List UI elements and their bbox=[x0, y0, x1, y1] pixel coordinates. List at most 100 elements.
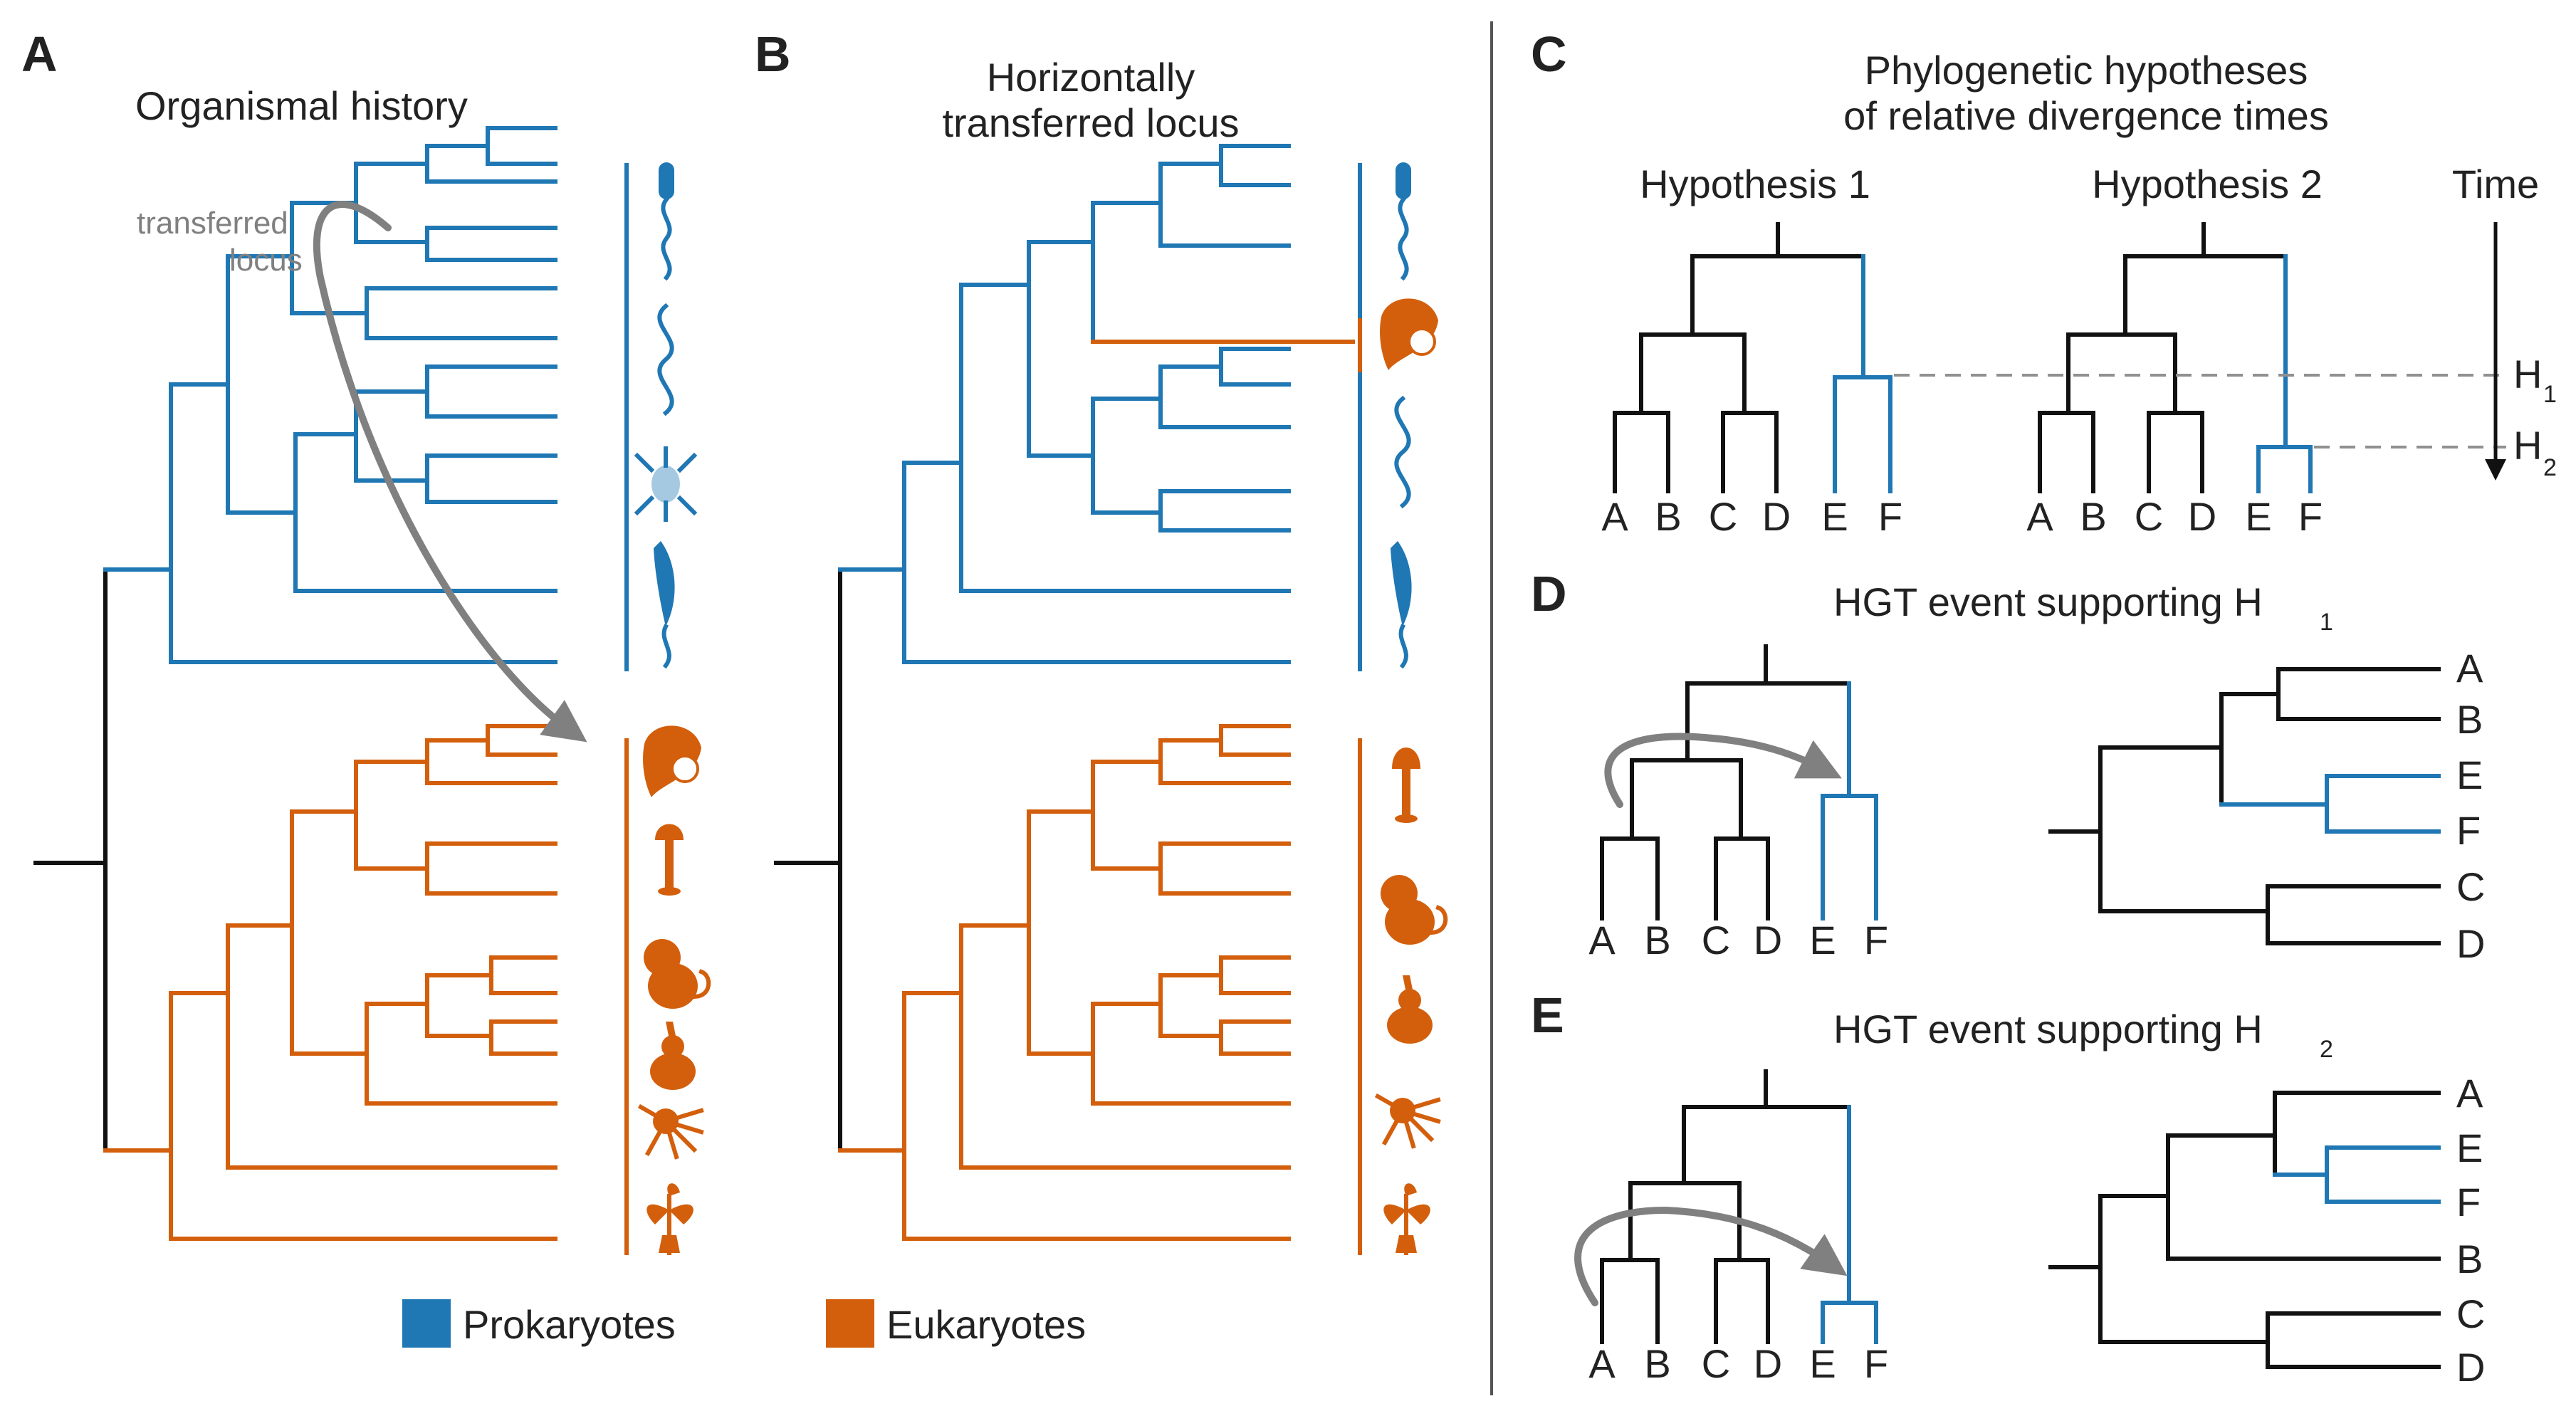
panel-d-title-subscript: 1 bbox=[2320, 609, 2333, 636]
svg-text:A: A bbox=[1588, 1341, 1616, 1386]
panel-e-letter: E bbox=[1531, 987, 1564, 1043]
svg-text:C: C bbox=[2456, 1291, 2485, 1336]
svg-text:F: F bbox=[1878, 494, 1902, 539]
panel-e-source-tree bbox=[1600, 1069, 1878, 1344]
spirillum-icon bbox=[657, 303, 674, 416]
panel-b-letter: B bbox=[755, 26, 791, 82]
legend-prokaryotes-label: Prokaryotes bbox=[463, 1302, 676, 1347]
panel-a-arrow-label-1: transferred bbox=[137, 206, 288, 241]
hypothesis-1-tree bbox=[1613, 222, 1892, 493]
mushroom-icon bbox=[1392, 748, 1420, 823]
svg-text:C: C bbox=[1709, 494, 1737, 539]
monkey-icon bbox=[644, 939, 711, 1009]
svg-text:B: B bbox=[2080, 494, 2106, 539]
legend: Prokaryotes Eukaryotes bbox=[402, 1299, 1086, 1348]
svg-text:E: E bbox=[2245, 494, 2271, 539]
vibrio-icon bbox=[1391, 541, 1412, 669]
panel-e-source-leaves: A B C D E F bbox=[1588, 1341, 1888, 1386]
svg-text:F: F bbox=[2298, 494, 2323, 539]
hypothesis-2-tree bbox=[2038, 222, 2313, 493]
plant-icon bbox=[646, 1183, 693, 1255]
hypothesis-2-leaves: A B C D E F bbox=[2026, 494, 2323, 539]
svg-text:D: D bbox=[1754, 1341, 1782, 1386]
panel-a-letter: A bbox=[21, 26, 58, 82]
svg-text:E: E bbox=[1821, 494, 1848, 539]
svg-text:B: B bbox=[1655, 494, 1681, 539]
sponge-icon bbox=[637, 1103, 704, 1160]
svg-text:E: E bbox=[1809, 1341, 1836, 1386]
panel-b-title-2: transferred locus bbox=[942, 100, 1239, 145]
svg-text:E: E bbox=[2456, 752, 2483, 797]
bacterium-icon bbox=[659, 162, 674, 281]
hypothesis-2-label: Hypothesis 2 bbox=[2092, 162, 2323, 206]
panel-e-result-tree bbox=[2048, 1091, 2441, 1369]
svg-text:D: D bbox=[1762, 494, 1791, 539]
svg-text:B: B bbox=[2456, 1237, 2483, 1281]
panel-b-eukaryote-tree bbox=[838, 724, 1362, 1255]
svg-text:F: F bbox=[2456, 808, 2481, 853]
panel-b-prokaryote-tree bbox=[838, 144, 1362, 671]
plant-icon bbox=[1383, 1183, 1430, 1255]
svg-text:F: F bbox=[2456, 1180, 2481, 1224]
panel-e-hgt-arrow bbox=[1574, 1206, 1848, 1306]
panel-a: A Organismal history bbox=[21, 26, 711, 1255]
h1-label: H bbox=[2513, 352, 2542, 397]
legend-eukaryotes-label: Eukaryotes bbox=[886, 1302, 1086, 1347]
panel-b-title-1: Horizontally bbox=[987, 55, 1195, 100]
bacterium-icon bbox=[1396, 162, 1411, 281]
spirochete-icon bbox=[634, 446, 698, 522]
vibrio-icon bbox=[654, 541, 675, 669]
legend-prokaryotes-swatch bbox=[402, 1299, 451, 1348]
hypothesis-1-label: Hypothesis 1 bbox=[1640, 162, 1870, 206]
panel-e-title: HGT event supporting H bbox=[1833, 1007, 2263, 1051]
time-label: Time bbox=[2452, 162, 2539, 206]
h2-label: H bbox=[2513, 423, 2542, 468]
rabbit-icon bbox=[650, 1022, 696, 1090]
panel-c-title-1: Phylogenetic hypotheses bbox=[1865, 48, 2308, 93]
panel-b-root bbox=[774, 567, 842, 1153]
spirillum-icon bbox=[1394, 395, 1411, 509]
panel-a-transfer-arrow bbox=[313, 201, 587, 743]
svg-text:F: F bbox=[1864, 918, 1888, 962]
svg-text:A: A bbox=[2026, 494, 2053, 539]
h1-label-subscript: 1 bbox=[2543, 381, 2557, 408]
svg-text:E: E bbox=[2456, 1126, 2483, 1170]
svg-text:A: A bbox=[1601, 494, 1628, 539]
monkey-icon bbox=[1381, 875, 1448, 945]
panel-d: D HGT event supporting H 1 A B C D E F A… bbox=[1531, 566, 2485, 966]
panel-a-title: Organismal history bbox=[135, 83, 468, 128]
panel-c: C Phylogenetic hypotheses of relative di… bbox=[1531, 26, 2557, 539]
svg-text:A: A bbox=[1588, 918, 1616, 962]
svg-text:D: D bbox=[2456, 1345, 2485, 1390]
panel-d-source-leaves: A B C D E F bbox=[1588, 918, 1888, 962]
panel-c-title-2: of relative divergence times bbox=[1843, 93, 2329, 138]
svg-text:C: C bbox=[1702, 1341, 1730, 1386]
svg-text:D: D bbox=[2188, 494, 2216, 539]
panel-d-result-leaves: A B E F C D bbox=[2456, 646, 2485, 966]
svg-text:C: C bbox=[2135, 494, 2163, 539]
panel-e: E HGT event supporting H 2 A B C D E F A… bbox=[1531, 987, 2485, 1390]
diatom-icon bbox=[643, 725, 701, 797]
panel-d-source-tree bbox=[1600, 644, 1878, 920]
panel-d-letter: D bbox=[1531, 566, 1567, 621]
panel-c-letter: C bbox=[1531, 26, 1567, 82]
svg-text:F: F bbox=[1864, 1341, 1888, 1386]
svg-text:A: A bbox=[2456, 1071, 2483, 1116]
panel-a-root bbox=[33, 567, 108, 1153]
panel-a-eukaryote-tree bbox=[103, 724, 629, 1255]
panel-d-title: HGT event supporting H bbox=[1833, 579, 2263, 624]
svg-text:B: B bbox=[1644, 918, 1670, 962]
panel-a-arrow-label-2: locus bbox=[229, 243, 303, 278]
panel-d-hgt-arrow bbox=[1604, 733, 1842, 808]
svg-text:B: B bbox=[2456, 697, 2483, 742]
svg-text:D: D bbox=[2456, 921, 2485, 966]
panel-d-result-tree bbox=[2048, 667, 2441, 945]
mushroom-icon bbox=[655, 824, 684, 896]
h2-label-subscript: 2 bbox=[2543, 454, 2557, 481]
svg-text:E: E bbox=[1809, 918, 1836, 962]
panel-e-result-leaves: A E F B C D bbox=[2456, 1071, 2485, 1390]
svg-text:A: A bbox=[2456, 646, 2483, 691]
svg-text:D: D bbox=[1754, 918, 1782, 962]
legend-eukaryotes-swatch bbox=[826, 1299, 874, 1348]
